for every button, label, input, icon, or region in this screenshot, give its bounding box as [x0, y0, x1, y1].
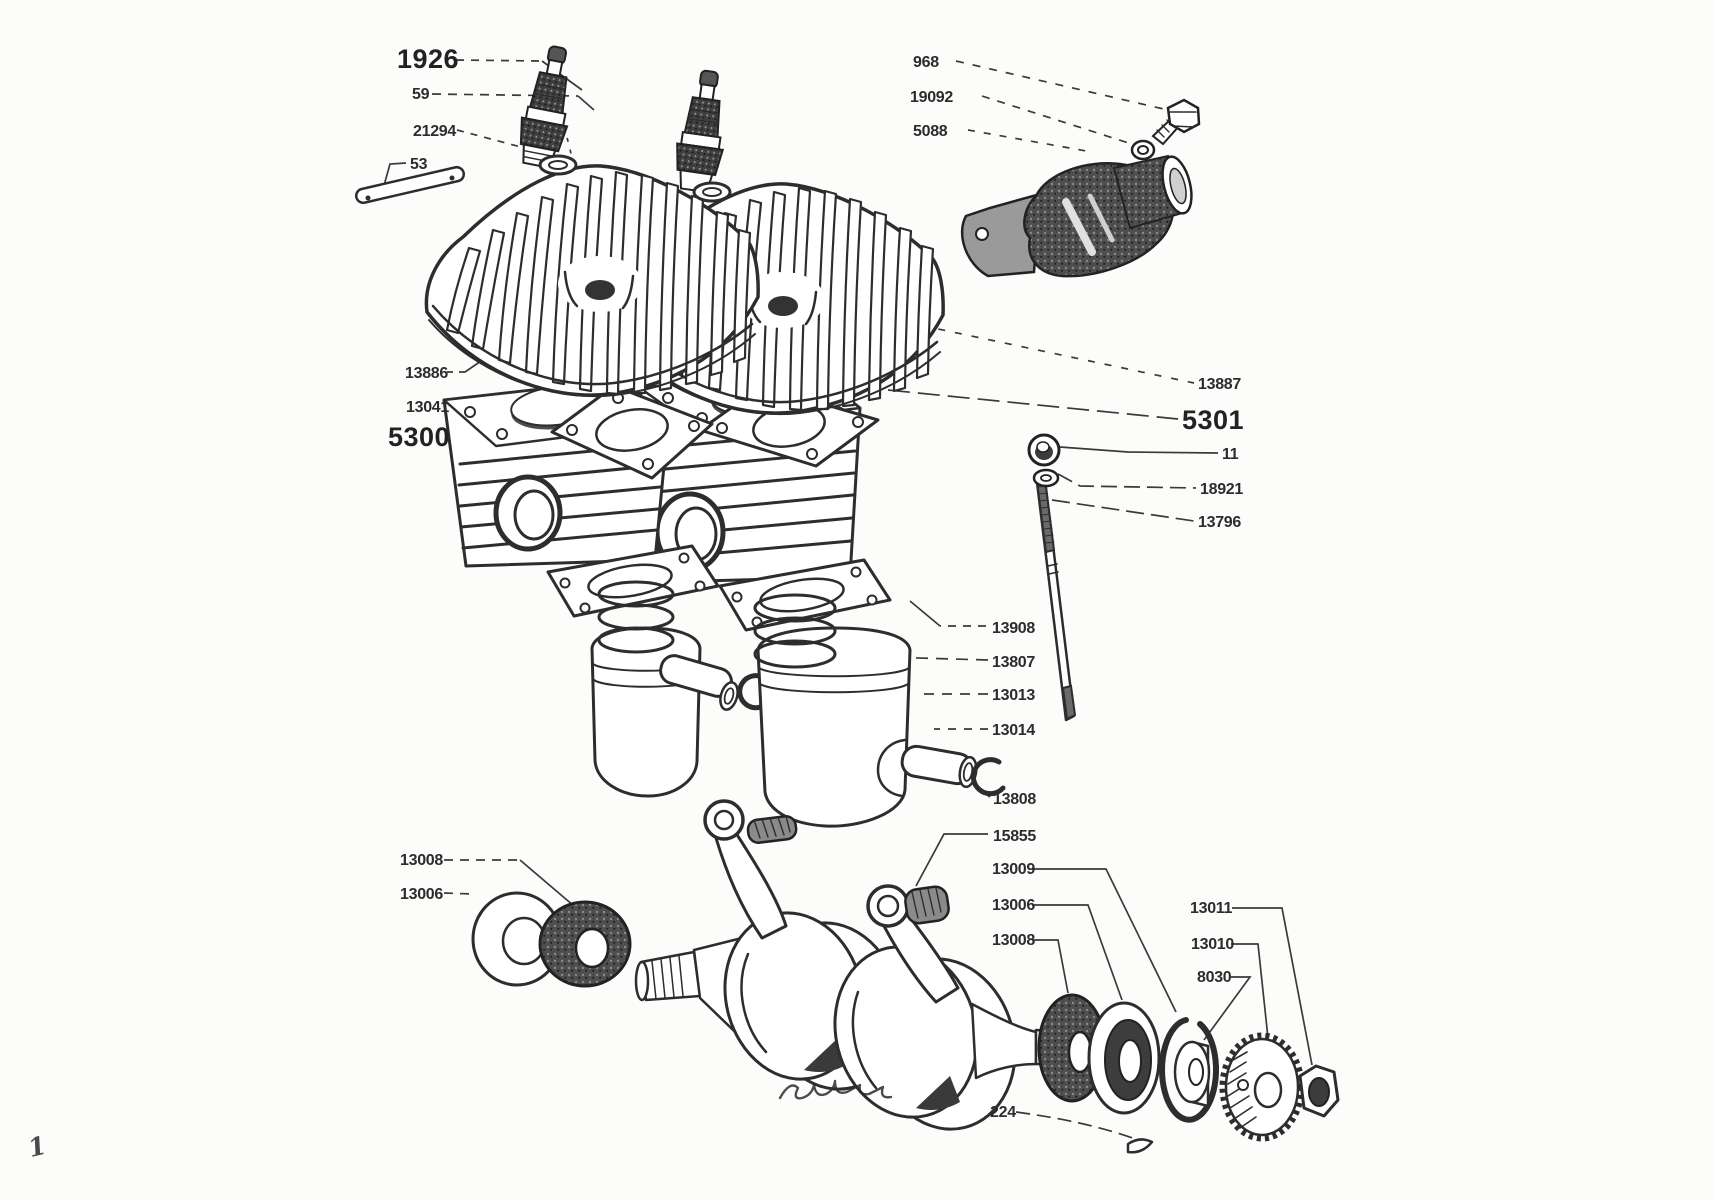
cylinder-stud [1034, 470, 1077, 722]
stud-nut [1027, 433, 1061, 467]
part-callout: 18921 [1200, 481, 1243, 498]
part-callout: 13008 [992, 932, 1035, 949]
part-callout: 13014 [992, 722, 1035, 739]
main-bearing-left [471, 891, 563, 987]
part-callout: 1926 [397, 44, 459, 74]
crank-nut [1298, 1064, 1340, 1118]
pin-clip-right [970, 757, 1006, 797]
head-gasket-left [550, 384, 714, 480]
cylinder-head-left [424, 164, 760, 398]
plug-seal-washer-right [692, 181, 732, 203]
part-callout: 5088 [913, 123, 948, 140]
dowel-bar [354, 165, 466, 205]
spark-plug-right [676, 69, 725, 194]
wrist-pin-left [659, 654, 739, 711]
part-callout: 13807 [992, 654, 1035, 671]
part-callout: 968 [913, 54, 939, 71]
manifold-bolt [1151, 98, 1201, 146]
part-callout: 13006 [992, 897, 1035, 914]
part-callout: 8030 [1197, 969, 1232, 986]
part-callout: 13887 [1198, 376, 1241, 393]
part-callout: 13009 [992, 861, 1035, 878]
signature [778, 1079, 893, 1100]
part-callout: 13010 [1191, 936, 1234, 953]
spark-plug-left [519, 45, 569, 169]
crank-seal-left [538, 900, 632, 988]
rod-roller-bearing-right [904, 885, 950, 925]
part-callout: 13041 [406, 399, 449, 416]
part-callout: 13008 [400, 852, 443, 869]
plug-seal-washer-left-hole [548, 160, 568, 170]
callout-labels: 1926 59 21294 53 968 19092 5088 13886 13… [25, 44, 1244, 1163]
woodruff-key [1126, 1138, 1154, 1154]
part-callout: 21294 [413, 123, 456, 140]
connecting-rod-left [703, 799, 788, 940]
gear-collar [1173, 1040, 1211, 1108]
snap-ring [1159, 1017, 1220, 1123]
part-callout: 13908 [992, 620, 1035, 637]
manifold-washer [1130, 139, 1156, 161]
part-callout: 11 [1222, 446, 1239, 463]
piston-rings-right [753, 593, 837, 669]
rod-roller-bearing-left [746, 815, 798, 844]
crank-seal-right [1037, 993, 1107, 1103]
part-callout: 13796 [1198, 514, 1241, 531]
page-number: 1 [25, 1131, 49, 1163]
part-callout: 13886 [405, 365, 448, 382]
plug-seal-washer-left [538, 154, 578, 176]
part-callout: 224 [990, 1104, 1016, 1121]
part-callout: 5300 [388, 422, 450, 452]
piston-rings-left [597, 580, 675, 654]
part-callout: 59 [412, 86, 430, 103]
main-bearing-right [1087, 1001, 1161, 1115]
wrist-pin-right [900, 744, 978, 789]
part-callout: 13011 [1190, 900, 1233, 917]
part-callout: 13006 [400, 886, 443, 903]
part-callout: 5301 [1182, 405, 1244, 435]
part-callout: 53 [410, 156, 428, 173]
piston-right [756, 626, 912, 828]
plug-seal-washer-right-hole [702, 187, 722, 197]
part-callout: 15855 [993, 828, 1036, 845]
crank-gear [1219, 1032, 1305, 1142]
part-callout: 19092 [910, 89, 953, 106]
part-callout: 13013 [992, 687, 1035, 704]
intake-manifold [960, 154, 1193, 278]
stud-washer [1032, 468, 1060, 488]
part-callout: 13808 [993, 791, 1036, 808]
piston-left [590, 626, 702, 798]
